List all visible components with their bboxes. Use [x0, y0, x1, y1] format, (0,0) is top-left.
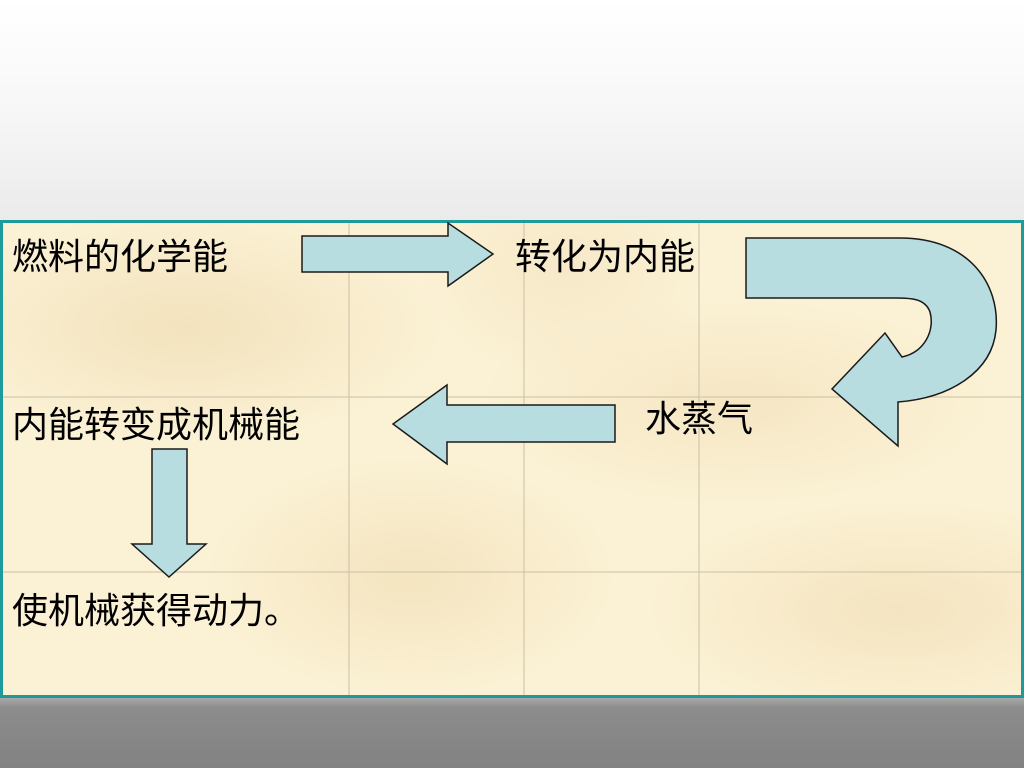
label-internal-to-mechanical-energy: 内能转变成机械能 [12, 405, 301, 446]
label-fuel-chemical-energy: 燃料的化学能 [12, 237, 229, 278]
slide-footer-bar [0, 698, 1024, 768]
label-converted-to-internal-energy: 转化为内能 [515, 237, 696, 278]
label-machine-gets-power: 使机械获得动力。 [12, 591, 301, 632]
slide-header-area [0, 0, 1024, 220]
label-steam: 水蒸气 [645, 399, 754, 440]
